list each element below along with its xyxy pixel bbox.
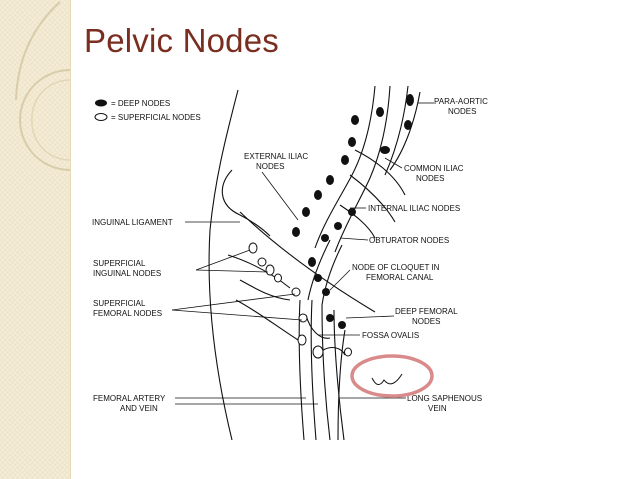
- anatomy-outline: [208, 85, 421, 441]
- decorative-side-band: [0, 0, 71, 479]
- label-femoral-artery-1: FEMORAL ARTERY: [93, 394, 166, 403]
- diagram-labels: PARA-AORTIC NODES EXTERNAL ILIAC NODES C…: [92, 97, 488, 413]
- label-external-iliac-2: NODES: [256, 162, 284, 171]
- label-deep-femoral-1: DEEP FEMORAL: [395, 307, 458, 316]
- superficial-nodes: [248, 242, 352, 359]
- highlight-ellipse: [350, 354, 434, 398]
- label-femoral-artery-2: AND VEIN: [120, 404, 158, 413]
- deep-nodes: [292, 94, 414, 329]
- leader-lines: [171, 102, 434, 405]
- label-common-iliac-1: COMMON ILIAC: [404, 164, 464, 173]
- label-superficial-inguinal-1: SUPERFICIAL: [93, 259, 146, 268]
- label-obturator: OBTURATOR NODES: [369, 236, 449, 245]
- highlight-marker: [350, 354, 434, 398]
- label-superficial-femoral-2: FEMORAL NODES: [93, 309, 162, 318]
- label-long-saphenous-1: LONG SAPHENOUS: [407, 394, 482, 403]
- deep-node-legend-icon: [95, 99, 107, 107]
- legend-superficial-label: = SUPERFICIAL NODES: [111, 113, 201, 122]
- label-superficial-inguinal-2: INGUINAL NODES: [93, 269, 161, 278]
- legend: = DEEP NODES = SUPERFICIAL NODES: [94, 99, 201, 122]
- slide-title: Pelvic Nodes: [84, 22, 279, 59]
- legend-deep-label: = DEEP NODES: [111, 99, 170, 108]
- superficial-node-legend-icon: [94, 113, 108, 121]
- label-superficial-femoral-1: SUPERFICIAL: [93, 299, 146, 308]
- label-fossa-ovalis: FOSSA OVALIS: [362, 331, 419, 340]
- label-internal-iliac: INTERNAL ILIAC NODES: [368, 204, 460, 213]
- label-cloquet-1: NODE OF CLOQUET IN: [352, 263, 440, 272]
- label-external-iliac-1: EXTERNAL ILIAC: [244, 152, 308, 161]
- label-common-iliac-2: NODES: [416, 174, 444, 183]
- decorative-arcs: [0, 0, 70, 479]
- label-deep-femoral-2: NODES: [412, 317, 440, 326]
- label-long-saphenous-2: VEIN: [428, 404, 447, 413]
- label-inguinal-ligament: INGUINAL LIGAMENT: [92, 218, 173, 227]
- label-para-aortic-2: NODES: [448, 107, 476, 116]
- label-cloquet-2: FEMORAL CANAL: [366, 273, 434, 282]
- label-para-aortic-1: PARA-AORTIC: [434, 97, 488, 106]
- saphenous-opening-mark: [371, 373, 403, 385]
